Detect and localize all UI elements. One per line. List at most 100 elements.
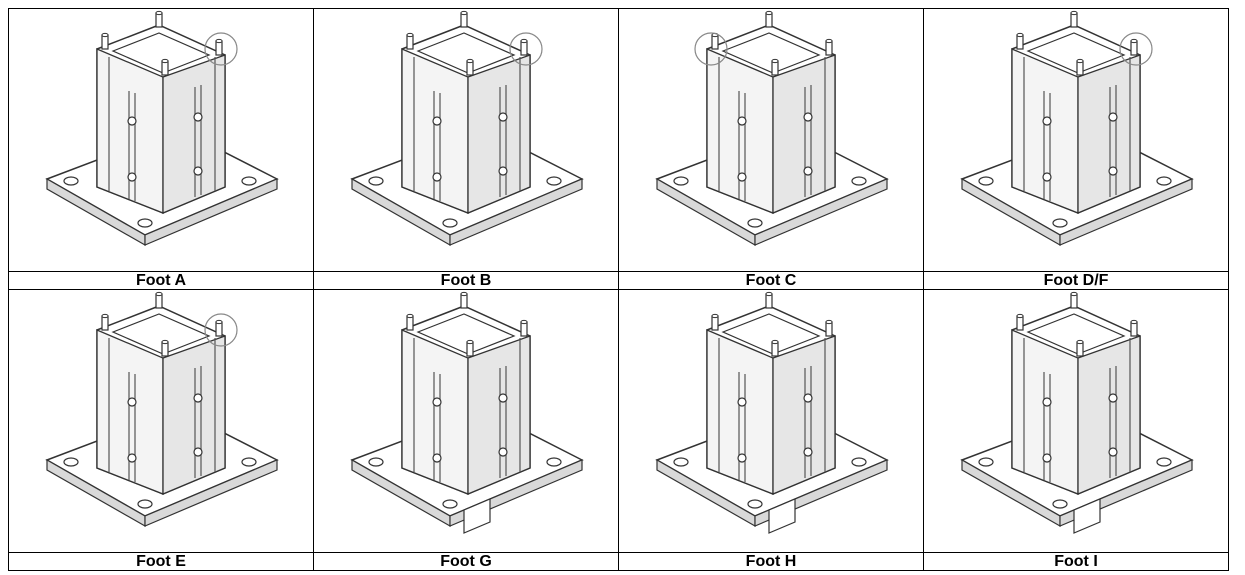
- mounting-hole: [978, 457, 994, 467]
- screw-head: [432, 397, 442, 407]
- column-top-opening: [1026, 32, 1126, 74]
- top-stud: [161, 341, 169, 357]
- top-stud-cap: [460, 291, 468, 297]
- top-stud: [1016, 315, 1024, 331]
- screw-head: [1042, 172, 1052, 182]
- top-stud: [155, 293, 163, 309]
- highlight-circle: [1119, 32, 1153, 66]
- mounting-hole: [442, 499, 458, 509]
- screw-head: [498, 393, 508, 403]
- column-side-face: [467, 335, 531, 495]
- top-stud-cap: [825, 319, 833, 325]
- screw-head: [193, 112, 203, 122]
- top-stud: [155, 12, 163, 28]
- foot-illustration: [45, 291, 279, 528]
- top-stud-cap: [155, 291, 163, 297]
- top-stud-cap: [466, 58, 474, 64]
- top-stud: [101, 315, 109, 331]
- mounting-hole: [137, 499, 153, 509]
- screw-head: [737, 453, 747, 463]
- top-stud: [1070, 12, 1078, 28]
- top-stud: [1130, 321, 1138, 337]
- foot-illustration: [350, 10, 584, 247]
- foot-c-caption: Foot C: [618, 271, 924, 290]
- top-stud: [460, 12, 468, 28]
- top-stud-cap: [460, 10, 468, 16]
- screw-head: [193, 393, 203, 403]
- top-stud-cap: [711, 313, 719, 319]
- plate-notch: [768, 498, 796, 534]
- screw-head: [1108, 393, 1118, 403]
- foot-h-image-cell: [618, 289, 924, 553]
- screw-head: [498, 447, 508, 457]
- foot-e-image-cell: [8, 289, 314, 553]
- foot-illustration: [960, 10, 1194, 247]
- plate-notch: [1073, 498, 1101, 534]
- base-plate-right-edge: [754, 178, 888, 246]
- top-stud: [215, 321, 223, 337]
- column-front-face: [1011, 48, 1079, 214]
- foot-i-image-cell: [923, 289, 1229, 553]
- screw-head: [1108, 447, 1118, 457]
- top-stud-cap: [1016, 32, 1024, 38]
- top-stud-cap: [520, 319, 528, 325]
- highlight-circle: [694, 32, 728, 66]
- foot-e-caption: Foot E: [8, 552, 314, 571]
- top-stud-cap: [1070, 291, 1078, 297]
- top-stud-cap: [101, 313, 109, 319]
- top-stud: [460, 293, 468, 309]
- screw-head: [1042, 116, 1052, 126]
- top-stud-cap: [161, 58, 169, 64]
- mounting-hole: [673, 176, 689, 186]
- top-stud: [1070, 293, 1078, 309]
- column-top-opening: [721, 313, 821, 355]
- mounting-hole: [137, 218, 153, 228]
- screw-head: [737, 116, 747, 126]
- column-front-face: [401, 329, 469, 495]
- top-stud-cap: [161, 339, 169, 345]
- foot-df-image-cell: [923, 8, 1229, 272]
- foot-illustration: [655, 291, 889, 534]
- column-top-opening: [1026, 313, 1126, 355]
- column-side-face: [467, 54, 531, 214]
- top-stud-cap: [1130, 38, 1138, 44]
- foot-b-caption: Foot B: [313, 271, 619, 290]
- top-stud-cap: [771, 58, 779, 64]
- top-stud-cap: [155, 10, 163, 16]
- screw-head: [127, 453, 137, 463]
- foot-df-caption: Foot D/F: [923, 271, 1229, 290]
- top-stud: [520, 321, 528, 337]
- top-stud: [825, 321, 833, 337]
- screw-head: [1042, 397, 1052, 407]
- foot-illustration: [655, 10, 889, 247]
- foot-a-image-cell: [8, 8, 314, 272]
- column-front-face: [1011, 329, 1079, 495]
- screw-head: [127, 172, 137, 182]
- foot-illustration: [45, 10, 279, 247]
- mounting-hole: [851, 176, 867, 186]
- top-stud: [1076, 341, 1084, 357]
- foot-i-caption: Foot I: [923, 552, 1229, 571]
- foot-illustration: [350, 291, 584, 534]
- mounting-hole: [241, 457, 257, 467]
- mounting-hole: [978, 176, 994, 186]
- column-side-face: [162, 335, 226, 495]
- highlight-circle: [204, 32, 238, 66]
- foot-c-image-cell: [618, 8, 924, 272]
- screw-head: [193, 447, 203, 457]
- plate-notch: [463, 498, 491, 534]
- mounting-hole: [63, 457, 79, 467]
- mounting-hole: [442, 218, 458, 228]
- column-top-opening: [111, 313, 211, 355]
- screw-head: [803, 393, 813, 403]
- top-stud-cap: [215, 319, 223, 325]
- screw-head: [498, 166, 508, 176]
- column-side-face: [162, 54, 226, 214]
- top-stud-cap: [1016, 313, 1024, 319]
- top-stud: [765, 12, 773, 28]
- foot-h-caption: Foot H: [618, 552, 924, 571]
- top-stud: [466, 341, 474, 357]
- column-side-face: [772, 335, 836, 495]
- mounting-hole: [1052, 218, 1068, 228]
- feet-table: Foot A Foot B Foot C Foot D/F Foot E Foo…: [8, 8, 1229, 571]
